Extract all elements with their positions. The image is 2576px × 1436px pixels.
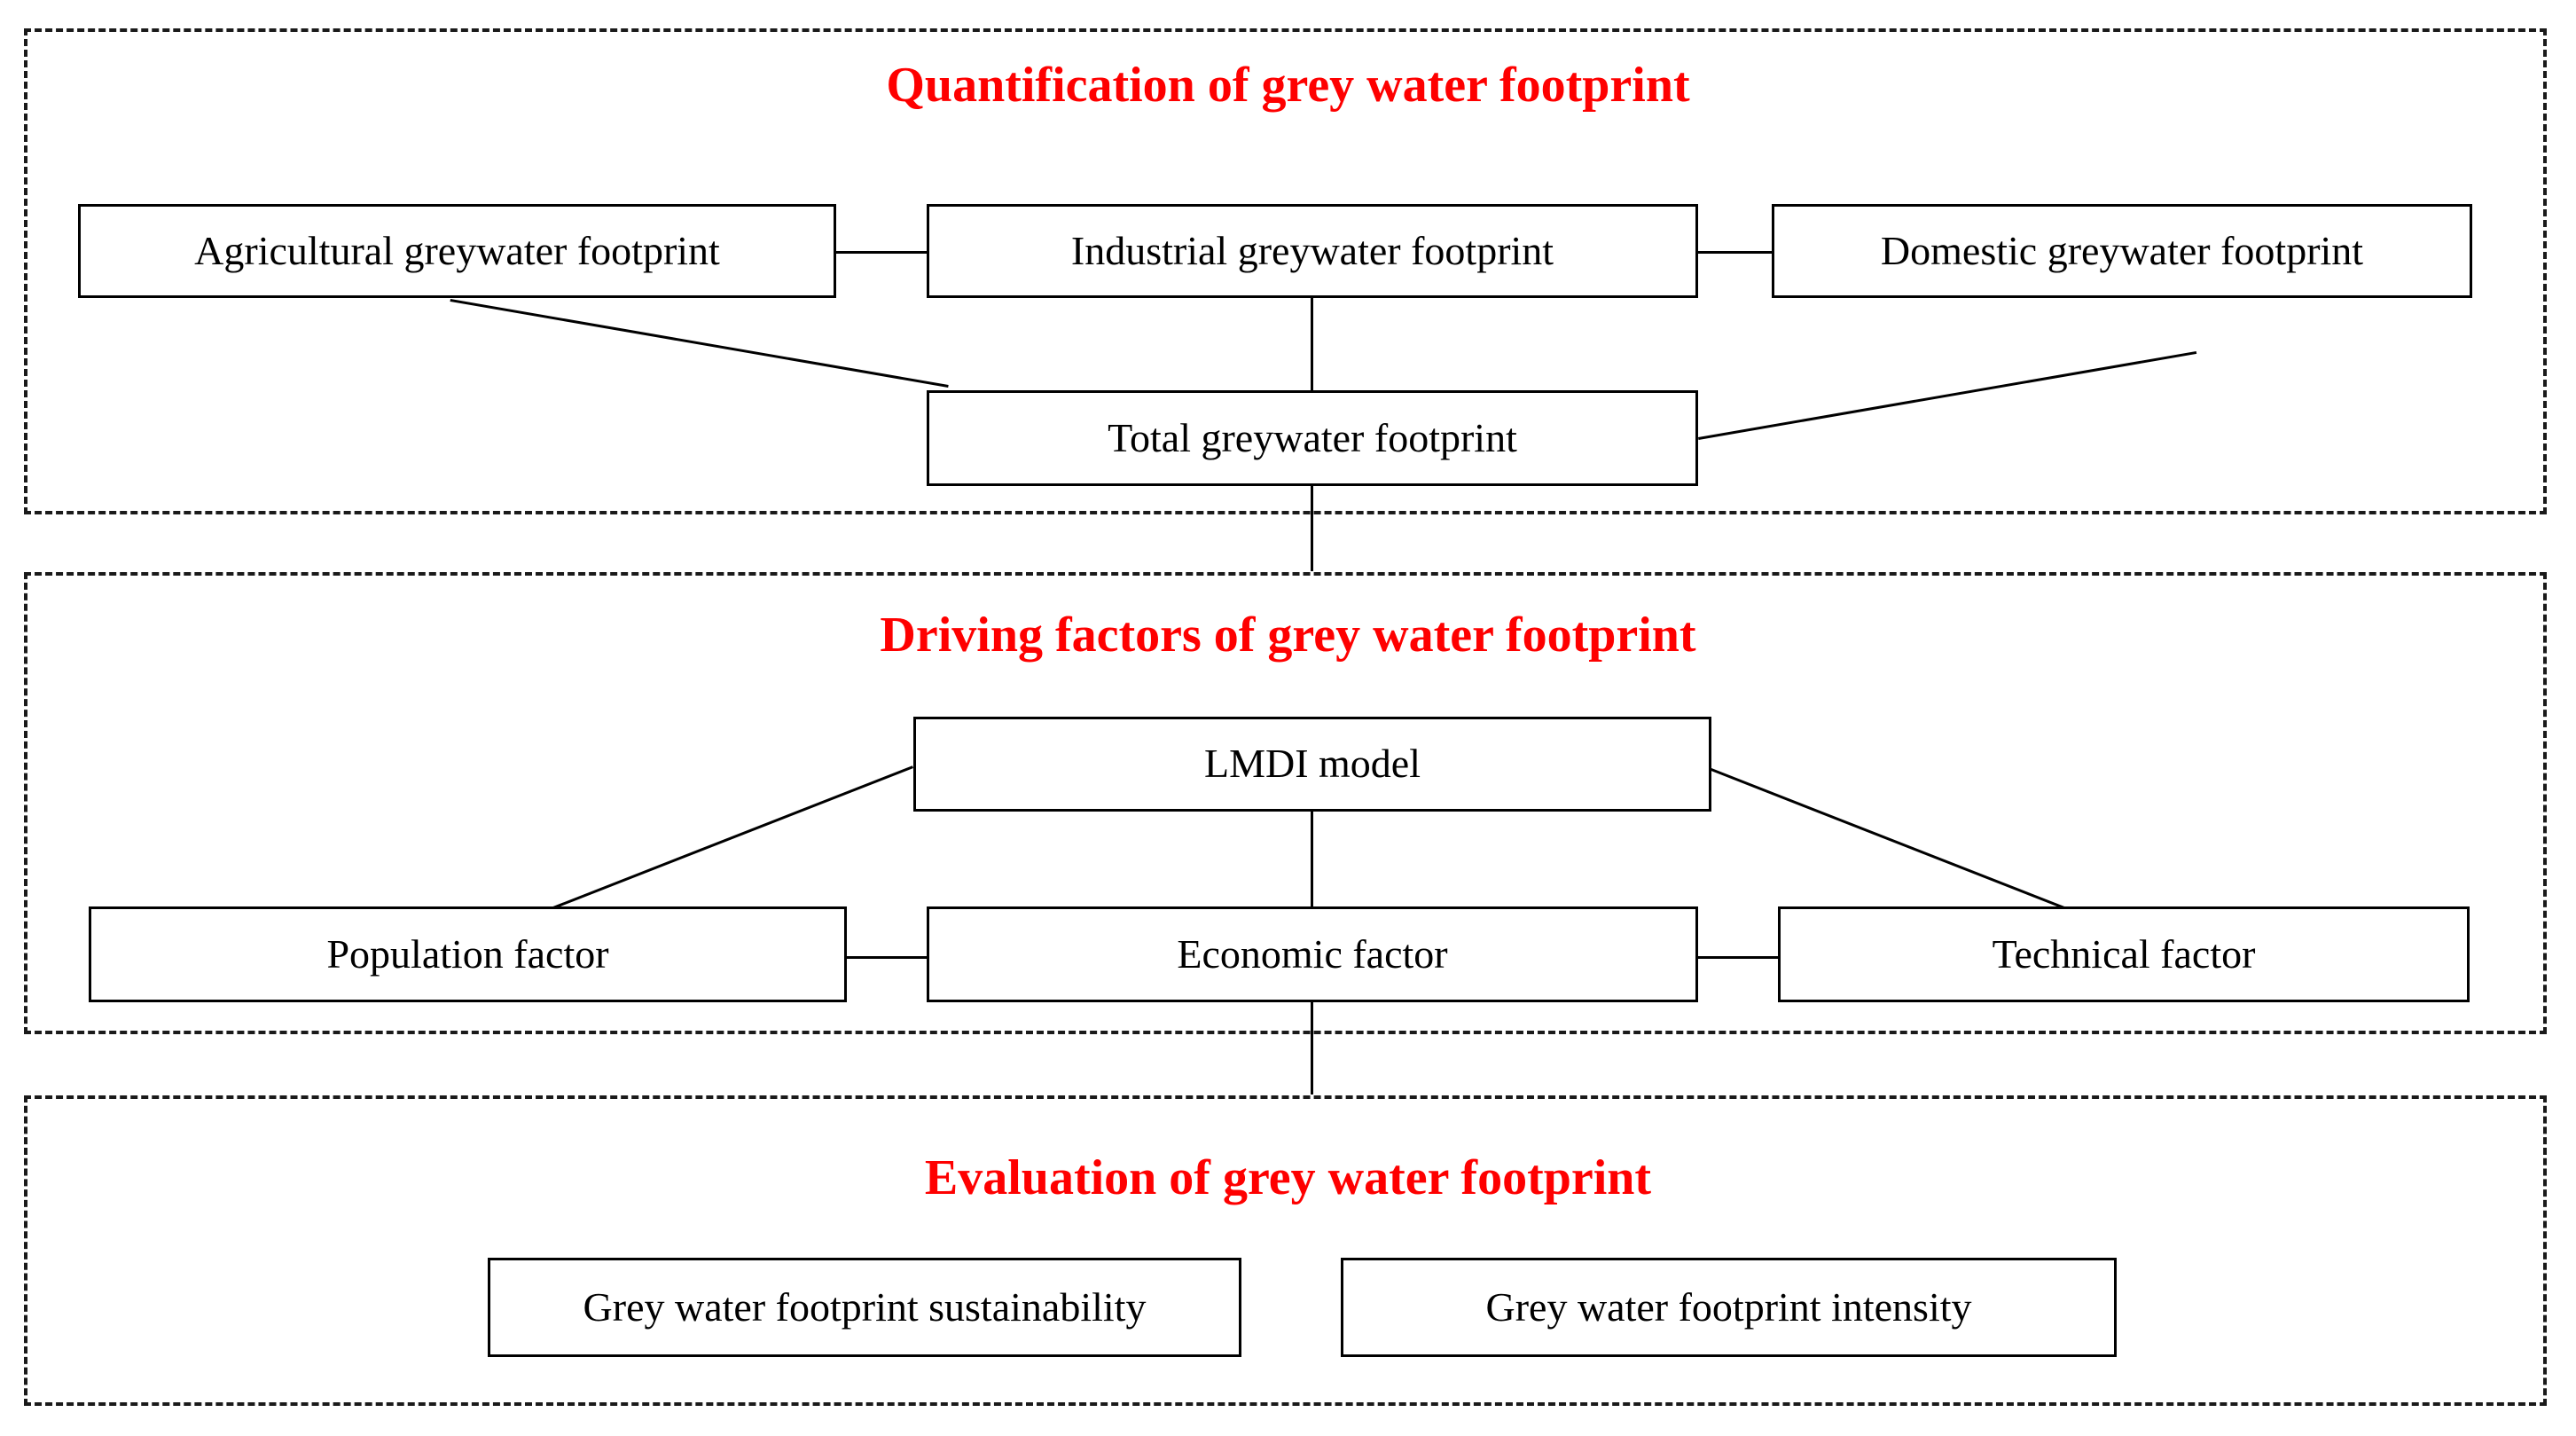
node-total-greywater-footprint[interactable]: Total greywater footprint [927, 390, 1698, 486]
connector-section2-section3 [1311, 1000, 1313, 1095]
node-lmdi-model[interactable]: LMDI model [913, 717, 1711, 812]
connector-section1-section2 [1311, 484, 1313, 571]
connector-lmdi-economic [1311, 810, 1313, 916]
node-economic-factor[interactable]: Economic factor [927, 906, 1698, 1002]
section-panel-quantification [24, 28, 2547, 514]
connector-economic-technical [1696, 956, 1779, 959]
section-panel-driving-factors [24, 572, 2547, 1034]
section-title-driving-factors: Driving factors of grey water footprint [880, 608, 1696, 663]
node-population-factor[interactable]: Population factor [89, 906, 847, 1002]
connector-population-economic [847, 956, 929, 959]
connector-industrial-total [1311, 297, 1313, 393]
node-grey-water-footprint-intensity[interactable]: Grey water footprint intensity [1341, 1258, 2117, 1357]
connector-industrial-domestic [1696, 251, 1772, 254]
connector-agricultural-industrial [834, 251, 929, 254]
section-panel-evaluation [24, 1095, 2547, 1406]
node-industrial-greywater-footprint[interactable]: Industrial greywater footprint [927, 204, 1698, 298]
section-title-evaluation: Evaluation of grey water footprint [924, 1150, 1652, 1205]
section-title-quantification: Quantification of grey water footprint [886, 58, 1690, 113]
node-agricultural-greywater-footprint[interactable]: Agricultural greywater footprint [78, 204, 836, 298]
node-domestic-greywater-footprint[interactable]: Domestic greywater footprint [1772, 204, 2472, 298]
node-grey-water-footprint-sustainability[interactable]: Grey water footprint sustainability [488, 1258, 1241, 1357]
node-technical-factor[interactable]: Technical factor [1778, 906, 2470, 1002]
